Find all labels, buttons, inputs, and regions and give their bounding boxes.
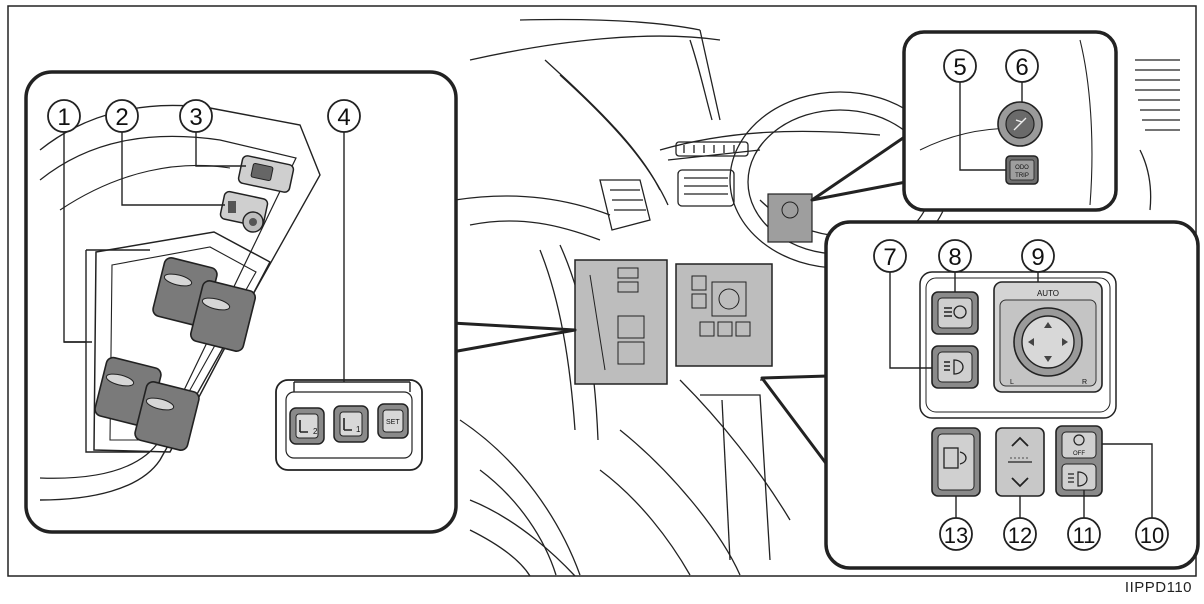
svg-text:12: 12: [1008, 523, 1032, 548]
svg-text:3: 3: [189, 104, 202, 131]
callout-1: 1: [48, 100, 80, 132]
memory-1-label: 1: [356, 425, 361, 434]
set-label: SET: [386, 419, 400, 426]
highlight-zone-window-switches: [575, 260, 667, 384]
mirror-auto-label: AUTO: [1037, 289, 1059, 298]
svg-text:7: 7: [883, 244, 896, 271]
callout-7: 7: [874, 240, 906, 272]
svg-text:2: 2: [115, 104, 128, 131]
panel-door-switches: 2 1 SET 1 2 3 4: [26, 72, 456, 532]
odo-label: ODO: [1015, 165, 1029, 171]
trip-label: TRIP: [1015, 173, 1029, 179]
callout-4: 4: [328, 100, 360, 132]
svg-text:5: 5: [953, 54, 966, 81]
pointer-meter-panel: [812, 136, 906, 200]
panel-console-switches: AUTO L R OFF: [826, 222, 1198, 568]
svg-text:9: 9: [1031, 244, 1044, 271]
callout-6: 6: [1006, 50, 1038, 82]
pointer-window-panel: [452, 323, 575, 352]
figure-code: IIPPD110: [1125, 579, 1192, 596]
svg-text:10: 10: [1140, 523, 1164, 548]
callout-3: 3: [180, 100, 212, 132]
off-label: OFF: [1073, 451, 1085, 457]
callout-8: 8: [939, 240, 971, 272]
callout-10: 10: [1136, 518, 1168, 550]
highlight-zone-meter-buttons: [768, 194, 812, 242]
svg-text:4: 4: [337, 104, 350, 131]
pointer-console-panel: [762, 376, 828, 466]
memory-2-label: 2: [313, 427, 318, 436]
callout-12: 12: [1004, 518, 1036, 550]
callout-2: 2: [106, 100, 138, 132]
callout-9: 9: [1022, 240, 1054, 272]
svg-text:6: 6: [1015, 54, 1028, 81]
svg-text:13: 13: [944, 523, 968, 548]
svg-text:8: 8: [948, 244, 961, 271]
mirror-r-label: R: [1082, 379, 1087, 386]
svg-text:1: 1: [57, 104, 70, 131]
callout-13: 13: [940, 518, 972, 550]
callout-5: 5: [944, 50, 976, 82]
mirror-l-label: L: [1010, 379, 1014, 386]
highlight-zone-console-switches: [676, 264, 772, 366]
panel-meter-buttons: ODO TRIP 5 6: [904, 32, 1116, 210]
svg-text:11: 11: [1073, 523, 1096, 548]
callout-11: 11: [1068, 518, 1100, 550]
